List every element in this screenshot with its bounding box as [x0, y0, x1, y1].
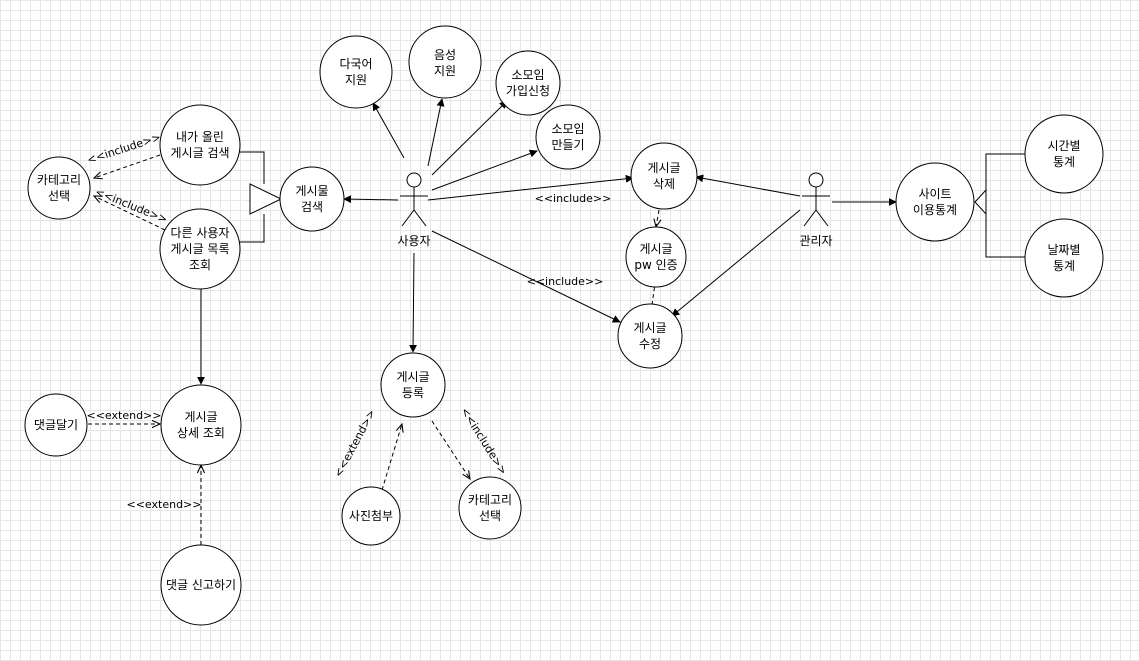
- gen-time-stats: [985, 153, 1025, 190]
- svg-text:내가 올린: 내가 올린: [176, 130, 224, 144]
- usecase-date-stats: 날짜별 통계: [1024, 218, 1104, 298]
- stereotype-labels: <<include>> <<include>> <<include>> <<in…: [85, 131, 611, 511]
- svg-text:게시글 검색: 게시글 검색: [170, 146, 229, 160]
- svg-text:카테고리: 카테고리: [37, 173, 81, 187]
- include-delete-pw: [656, 209, 659, 227]
- label-extend-comment: <<extend>>: [87, 409, 162, 422]
- usecase-post-search: 게시물 검색: [279, 166, 345, 232]
- extend-photo-register: [381, 424, 402, 491]
- svg-text:시간별: 시간별: [1047, 139, 1080, 153]
- svg-text:상세 조회: 상세 조회: [177, 426, 225, 440]
- gen-stats-triangle: [974, 188, 987, 216]
- actor-user: [400, 172, 428, 227]
- svg-text:이용통계: 이용통계: [913, 203, 957, 217]
- svg-text:소모임: 소모임: [551, 122, 584, 136]
- actor-admin-head: [808, 172, 824, 188]
- assoc-user-post-edit: [431, 230, 621, 323]
- include-other-list-category: [94, 196, 166, 231]
- svg-text:수정: 수정: [639, 337, 661, 351]
- usecase-category-left: 카테고리 선택: [27, 156, 91, 220]
- usecase-report: 댓글 신고하기: [160, 544, 242, 626]
- svg-text:통계: 통계: [1053, 259, 1075, 273]
- svg-text:다국어: 다국어: [339, 57, 372, 71]
- svg-text:가입신청: 가입신청: [506, 84, 550, 98]
- svg-text:댓글 신고하기: 댓글 신고하기: [166, 578, 236, 592]
- svg-text:게시글: 게시글: [647, 161, 680, 175]
- connectors: [88, 98, 1025, 545]
- assoc-user-voice: [427, 98, 445, 167]
- svg-text:사진첨부: 사진첨부: [349, 509, 393, 523]
- svg-text:다른 사용자: 다른 사용자: [170, 226, 229, 240]
- svg-text:게시글 목록: 게시글 목록: [170, 242, 229, 256]
- usecase-my-search: 내가 올린 게시글 검색: [159, 104, 241, 186]
- svg-text:선택: 선택: [48, 189, 70, 203]
- gen-date-stats: [985, 214, 1025, 258]
- svg-text:댓글달기: 댓글달기: [34, 418, 78, 432]
- assoc-admin-post-edit: [671, 209, 801, 317]
- svg-text:만들기: 만들기: [551, 138, 584, 152]
- usecase-club-join: 소모임 가입신청: [495, 50, 561, 116]
- label-include-register: <<include>>: [458, 405, 510, 477]
- svg-text:날짜별: 날짜별: [1047, 243, 1080, 257]
- actor-user-label: 사용자: [397, 234, 430, 248]
- actor-user-head: [406, 172, 422, 188]
- usecase-time-stats: 시간별 통계: [1024, 114, 1104, 194]
- svg-text:게시글: 게시글: [633, 321, 666, 335]
- svg-text:게시글: 게시글: [184, 410, 217, 424]
- svg-text:소모임: 소모임: [511, 68, 544, 82]
- assoc-user-multilang: [372, 102, 405, 159]
- gen-other-list: [238, 214, 265, 243]
- usecase-multilang: 다국어 지원: [319, 35, 393, 109]
- label-include-other-list: <<include>>: [93, 185, 169, 226]
- label-extend-report: <<extend>>: [127, 498, 202, 511]
- svg-text:지원: 지원: [434, 64, 456, 78]
- label-include-edit: <<include>>: [527, 275, 604, 288]
- usecase-comment: 댓글달기: [24, 393, 88, 457]
- usecase-post-delete: 게시글 삭제: [630, 142, 698, 210]
- include-my-search-category: [94, 154, 161, 178]
- label-include-delete: <<include>>: [535, 192, 612, 205]
- include-register-category: [431, 420, 470, 479]
- svg-text:검색: 검색: [301, 200, 323, 214]
- usecase-post-register: 게시글 등록: [380, 352, 446, 418]
- svg-text:등록: 등록: [402, 386, 424, 400]
- assoc-user-club-make: [431, 149, 538, 191]
- svg-text:삭제: 삭제: [653, 177, 675, 191]
- gen-search-triangle: [249, 183, 283, 215]
- svg-text:게시글: 게시글: [639, 242, 672, 256]
- usecase-photo: 사진첨부: [341, 486, 401, 546]
- svg-text:지원: 지원: [345, 73, 367, 87]
- svg-text:카테고리: 카테고리: [468, 493, 512, 507]
- label-include-my-search: <<include>>: [85, 131, 162, 167]
- svg-text:pw 인증: pw 인증: [634, 258, 677, 272]
- svg-text:조회: 조회: [189, 258, 211, 272]
- svg-text:음성: 음성: [434, 48, 456, 62]
- usecase-pw-auth: 게시글 pw 인증: [625, 226, 687, 288]
- usecase-category-bottom: 카테고리 선택: [458, 476, 522, 540]
- label-extend-photo: <<extend>>: [332, 407, 379, 479]
- svg-text:사이트: 사이트: [918, 187, 951, 201]
- assoc-user-post-search: [343, 195, 399, 204]
- svg-text:선택: 선택: [479, 509, 501, 523]
- usecase-club-make: 소모임 만들기: [535, 104, 601, 170]
- assoc-admin-post-delete: [695, 174, 801, 197]
- usecase-site-stats: 사이트 이용통계: [895, 162, 975, 242]
- assoc-user-post-register: [409, 252, 418, 353]
- usecase-detail-view: 게시글 상세 조회: [160, 384, 242, 466]
- gen-my-search: [238, 151, 265, 184]
- actor-admin-label: 관리자: [799, 234, 832, 248]
- svg-text:게시물: 게시물: [295, 184, 328, 198]
- assoc-user-club-join: [431, 100, 508, 176]
- usecase-post-edit: 게시글 수정: [617, 303, 683, 369]
- usecase-voice: 음성 지원: [408, 25, 482, 99]
- usecase-other-list: 다른 사용자 게시글 목록 조회: [159, 208, 241, 290]
- actor-admin: [802, 172, 830, 227]
- assoc-user-post-delete: [427, 174, 634, 201]
- svg-text:게시글: 게시글: [396, 370, 429, 384]
- svg-text:통계: 통계: [1053, 155, 1075, 169]
